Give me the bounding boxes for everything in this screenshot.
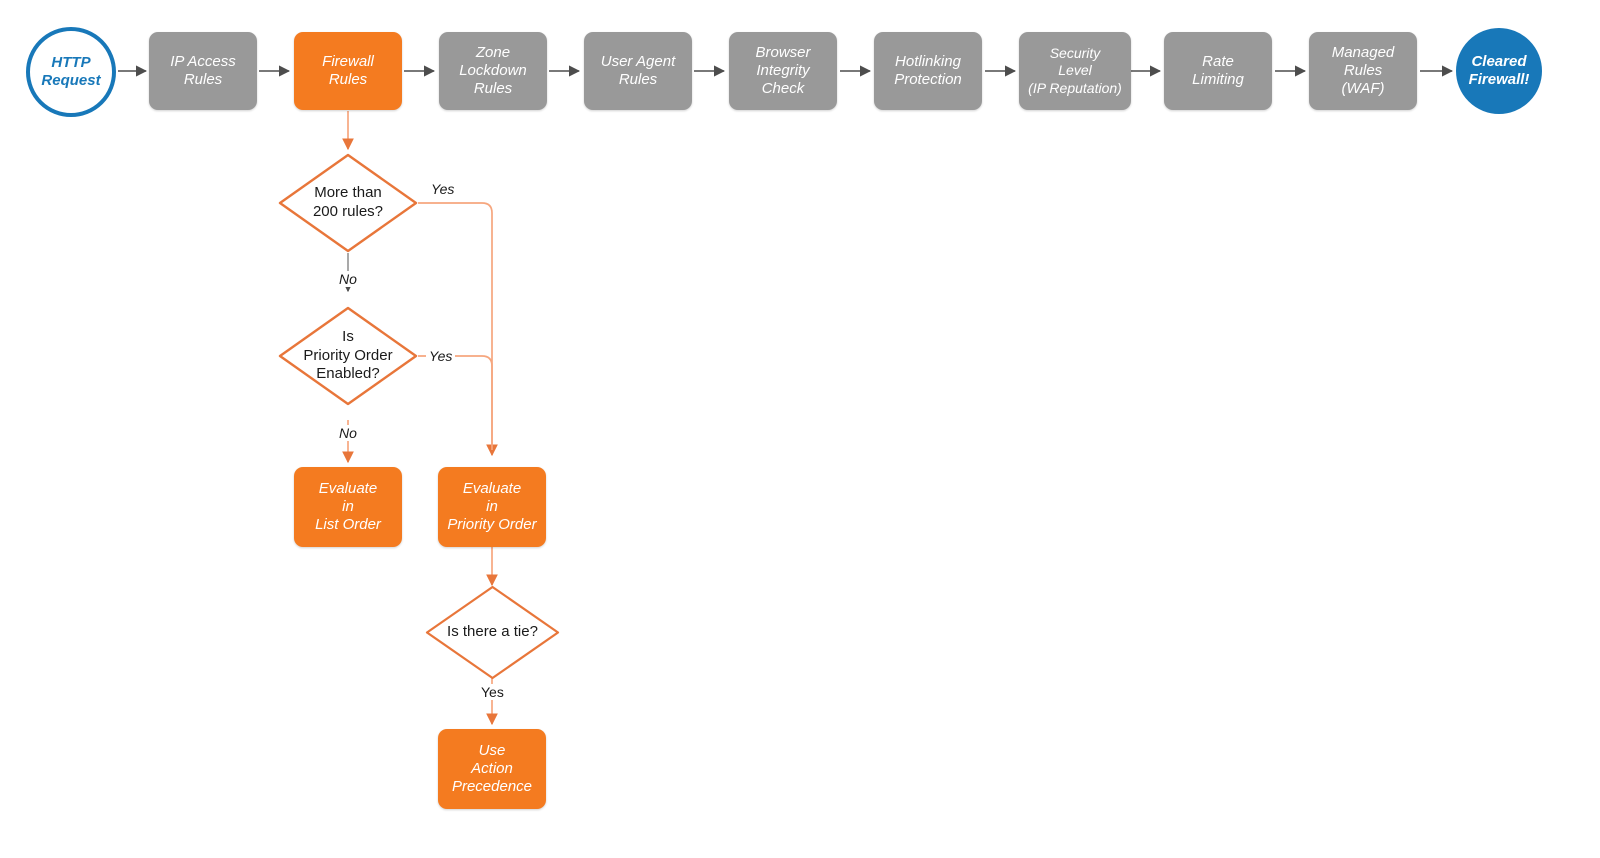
node-security-level[interactable]: Security Level (IP Reputation) (1019, 32, 1131, 110)
decision-is-there-a-tie[interactable]: Is there a tie? (425, 585, 560, 680)
decision-priority-order-enabled[interactable]: Is Priority Order Enabled? (278, 306, 418, 406)
node-zone-lockdown-rules[interactable]: Zone Lockdown Rules (439, 32, 547, 110)
edge-label-tie-yes: Yes (478, 684, 507, 700)
node-evaluate-in-priority-order-label: Evaluate in Priority Order (447, 479, 537, 534)
node-zone-lockdown-rules-label: Zone Lockdown Rules (459, 43, 527, 98)
edge-label-more-than-200-yes: Yes (428, 181, 458, 197)
node-cleared-firewall-label: Cleared Firewall! (1468, 53, 1530, 88)
diamond-shape (425, 585, 560, 680)
node-user-agent-rules-label: User Agent Rules (600, 52, 676, 88)
node-browser-integrity-check-label: Browser Integrity Check (755, 43, 811, 98)
diamond-shape (278, 153, 418, 253)
node-user-agent-rules[interactable]: User Agent Rules (584, 32, 692, 110)
diamond-shape (278, 306, 418, 406)
edge-more-than-200-yes (418, 202, 498, 457)
edge-label-priority-order-yes: Yes (426, 348, 456, 364)
node-evaluate-in-list-order-label: Evaluate in List Order (315, 479, 381, 534)
node-hotlinking-protection[interactable]: Hotlinking Protection (874, 32, 982, 110)
node-evaluate-in-list-order[interactable]: Evaluate in List Order (294, 467, 402, 547)
node-firewall-rules[interactable]: Firewall Rules (294, 32, 402, 110)
node-use-action-precedence[interactable]: Use Action Precedence (438, 729, 546, 809)
node-rate-limiting-label: Rate Limiting (1192, 52, 1244, 88)
edge-label-more-than-200-no: No (336, 271, 360, 287)
edge-priority-order-yes (418, 355, 493, 450)
decision-more-than-200-rules[interactable]: More than 200 rules? (278, 153, 418, 253)
node-security-level-label: Security Level (IP Reputation) (1028, 45, 1122, 96)
node-http-request[interactable]: HTTP Request (26, 27, 116, 117)
node-cleared-firewall[interactable]: Cleared Firewall! (1456, 28, 1542, 114)
node-rate-limiting[interactable]: Rate Limiting (1164, 32, 1272, 110)
node-browser-integrity-check[interactable]: Browser Integrity Check (729, 32, 837, 110)
node-managed-rules-waf-label: Managed Rules (WAF) (1331, 43, 1395, 98)
edge-label-priority-order-no: No (336, 425, 360, 441)
node-evaluate-in-priority-order[interactable]: Evaluate in Priority Order (438, 467, 546, 547)
node-hotlinking-protection-label: Hotlinking Protection (894, 52, 962, 88)
node-managed-rules-waf[interactable]: Managed Rules (WAF) (1309, 32, 1417, 110)
node-ip-access-rules-label: IP Access Rules (170, 52, 236, 88)
node-use-action-precedence-label: Use Action Precedence (451, 741, 533, 796)
node-ip-access-rules[interactable]: IP Access Rules (149, 32, 257, 110)
node-firewall-rules-label: Firewall Rules (322, 52, 374, 88)
node-http-request-label: HTTP Request (41, 54, 101, 89)
